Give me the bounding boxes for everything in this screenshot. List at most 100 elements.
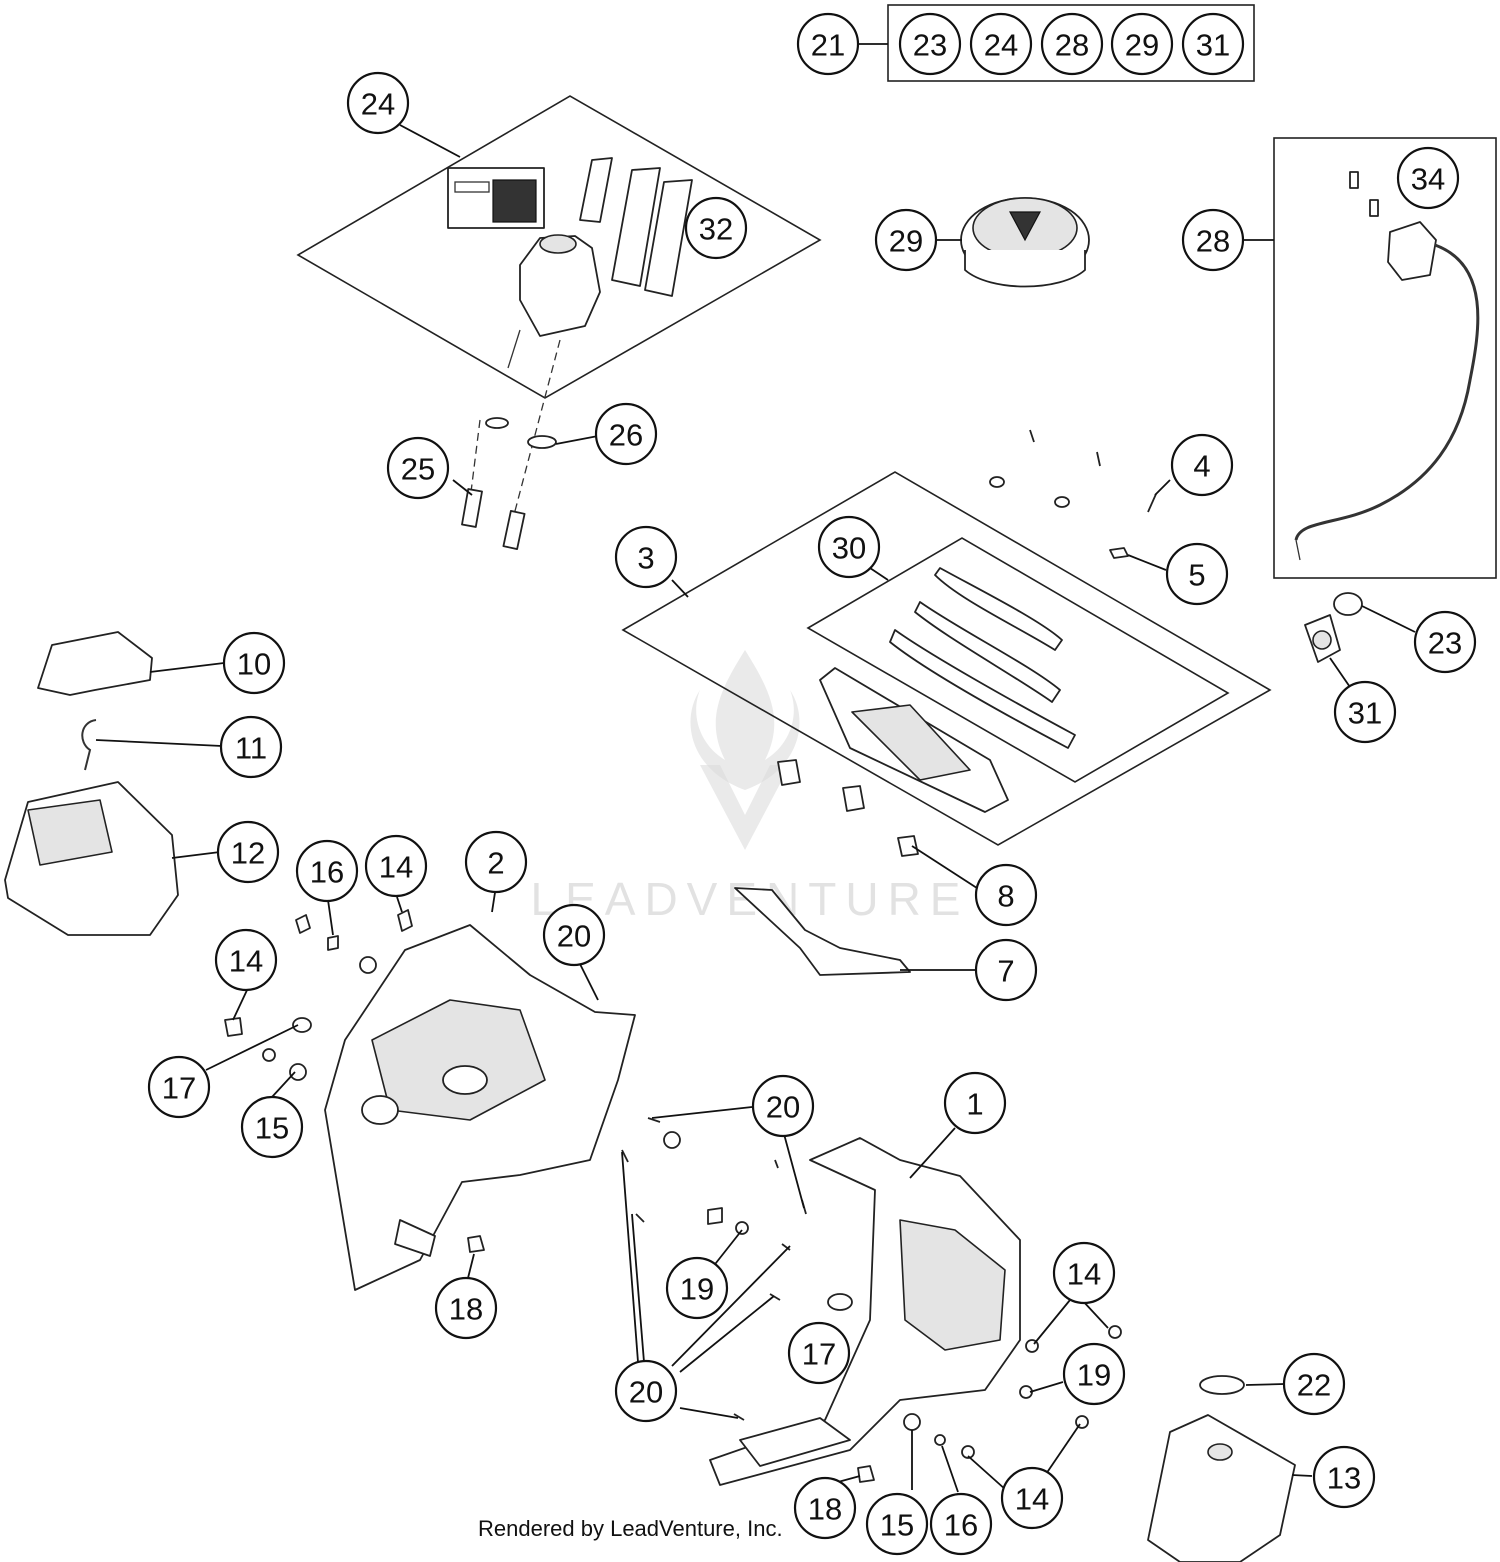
callout-circle — [874, 208, 938, 272]
callout-circle — [1333, 680, 1397, 744]
callout-number: 7 — [997, 954, 1014, 989]
callout-number: 19 — [680, 1272, 714, 1307]
callout-circle — [943, 1071, 1007, 1135]
callout-circle — [147, 1055, 211, 1119]
callout-circle — [817, 515, 881, 579]
callout-circle — [594, 402, 658, 466]
bracket-right — [709, 1127, 1021, 1486]
callout-number: 14 — [1067, 1257, 1101, 1292]
watermark-logo — [690, 650, 800, 850]
callout-c10: 10 — [222, 631, 286, 695]
callout-number: 12 — [231, 836, 265, 871]
callout-number: 10 — [237, 647, 271, 682]
callout-number: 29 — [1125, 28, 1159, 63]
callout-c16a: 16 — [295, 839, 359, 903]
callout-number: 13 — [1327, 1461, 1361, 1496]
callout-circle — [929, 1492, 993, 1556]
callout-number: 18 — [808, 1492, 842, 1527]
callout-number: 18 — [449, 1292, 483, 1327]
callout-circle — [684, 196, 748, 260]
callout-number: 15 — [880, 1508, 914, 1543]
callout-c18a: 18 — [434, 1276, 498, 1340]
watermark-text: LEADVENTURE — [531, 873, 970, 925]
callout-c25: 25 — [386, 436, 450, 500]
hardware-left — [205, 896, 485, 1279]
filler-cap — [936, 197, 1090, 288]
callout-circle — [1413, 610, 1477, 674]
callout-number: 23 — [913, 28, 947, 63]
lock-cylinder-parts — [1304, 592, 1416, 691]
callout-circle — [1181, 12, 1245, 76]
callout-c5: 5 — [1165, 542, 1229, 606]
callout-c16b: 16 — [929, 1492, 993, 1556]
callout-number: 24 — [984, 28, 1018, 63]
callout-c14b: 14 — [214, 928, 278, 992]
callout-c29: 29 — [874, 208, 938, 272]
callout-c22: 22 — [1282, 1352, 1346, 1416]
callout-circle — [665, 1256, 729, 1320]
callout-circle — [614, 1359, 678, 1423]
callout-number: 32 — [699, 212, 733, 247]
callout-circle — [1396, 146, 1460, 210]
callout-c34: 34 — [1396, 146, 1460, 210]
callout-number: 1 — [966, 1087, 983, 1122]
connector-cover — [734, 845, 981, 976]
callout-c23b: 23 — [1413, 610, 1477, 674]
callout-circle — [216, 820, 280, 884]
callout-circle — [364, 834, 428, 898]
callout-number: 28 — [1196, 224, 1230, 259]
callout-c20b: 20 — [751, 1074, 815, 1138]
callout-circle — [542, 903, 606, 967]
callout-circle — [751, 1074, 815, 1138]
callout-number: 29 — [889, 224, 923, 259]
callout-circle — [1170, 433, 1234, 497]
callout-c28: 28 — [1181, 208, 1245, 272]
callout-circle — [969, 12, 1033, 76]
callout-circle — [1040, 12, 1104, 76]
callout-number: 16 — [310, 855, 344, 890]
callout-c15b: 15 — [865, 1492, 929, 1556]
callout-c12: 12 — [216, 820, 280, 884]
callout-circle — [796, 12, 860, 76]
callout-number: 34 — [1411, 162, 1445, 197]
callout-number: 14 — [1015, 1482, 1049, 1517]
callout-c3: 3 — [614, 525, 678, 589]
callout-circle — [434, 1276, 498, 1340]
callout-number: 31 — [1196, 28, 1230, 63]
callout-number: 14 — [229, 944, 263, 979]
small-screws — [989, 429, 1171, 571]
callout-circle — [1165, 542, 1229, 606]
callout-c20c: 20 — [614, 1359, 678, 1423]
callout-circle — [793, 1476, 857, 1540]
callout-number: 14 — [379, 850, 413, 885]
callout-number: 21 — [811, 28, 845, 63]
callout-circle — [386, 436, 450, 500]
callout-number: 20 — [629, 1375, 663, 1410]
callout-c31b: 31 — [1333, 680, 1397, 744]
callout-c32: 32 — [684, 196, 748, 260]
callout-c4: 4 — [1170, 433, 1234, 497]
callout-number: 16 — [944, 1508, 978, 1543]
rendered-by-footer: Rendered by LeadVenture, Inc. — [478, 1516, 783, 1541]
callout-c18b: 18 — [793, 1476, 857, 1540]
kit-item-callout-0: 23 — [898, 12, 962, 76]
callout-c17a: 17 — [147, 1055, 211, 1119]
callout-number: 25 — [401, 452, 435, 487]
callout-c7: 7 — [974, 938, 1038, 1002]
callout-circle — [787, 1321, 851, 1385]
callout-number: 17 — [162, 1071, 196, 1106]
callout-circle — [1062, 1342, 1126, 1406]
callout-circle — [222, 631, 286, 695]
callout-number: 26 — [609, 418, 643, 453]
callout-circle — [464, 830, 528, 894]
callout-circle — [1181, 208, 1245, 272]
callout-circle — [898, 12, 962, 76]
callout-number: 30 — [832, 531, 866, 566]
bracket-left — [324, 885, 636, 1291]
callout-c15a: 15 — [240, 1095, 304, 1159]
callout-circle — [614, 525, 678, 589]
kit-item-callout-1: 24 — [969, 12, 1033, 76]
kit-item-callout-4: 31 — [1181, 12, 1245, 76]
callout-c8: 8 — [974, 863, 1038, 927]
